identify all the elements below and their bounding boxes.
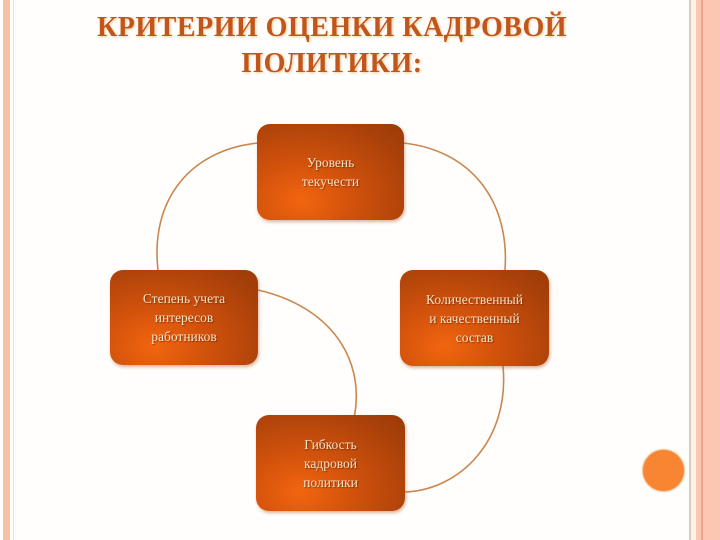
slide-title: КРИТЕРИИ ОЦЕНКИ КАДРОВОЙ ПОЛИТИКИ:: [0, 10, 664, 82]
arc-top-left: [156, 142, 259, 271]
node-line: текучести: [301, 174, 360, 189]
right-border-cream: [691, 0, 696, 540]
arc-top-right: [402, 142, 507, 271]
left-border-line: [13, 0, 14, 540]
node-line: кадровой: [304, 455, 357, 471]
node-staff-composition: Количественный и качественный состав: [400, 270, 549, 366]
node-line: Степень учета: [142, 291, 226, 306]
title-line-2: ПОЛИТИКИ:: [241, 48, 423, 79]
node-employee-interests: Степень учета интересов работников: [110, 270, 258, 365]
left-border-stripe: [3, 0, 10, 540]
node-line: интересов: [154, 310, 214, 325]
right-border-stripe: [696, 0, 720, 540]
node-line: и качественный: [429, 310, 520, 326]
node-line: Гибкость: [304, 436, 357, 452]
arc-right-bottom: [404, 365, 505, 493]
node-line: политики: [303, 474, 358, 490]
node-line: состав: [455, 329, 494, 345]
right-border-line: [689, 0, 691, 540]
node-line: Уровень: [306, 155, 355, 170]
node-turnover-level: Уровень текучести: [257, 124, 404, 220]
right-border-dark-line: [701, 0, 703, 540]
title-line-1: КРИТЕРИИ ОЦЕНКИ КАДРОВОЙ: [96, 12, 568, 43]
accent-dot-icon: [643, 450, 684, 491]
node-line: работников: [151, 329, 217, 344]
node-line: Количественный: [426, 291, 523, 307]
node-policy-flexibility: Гибкость кадровой политики: [256, 415, 405, 511]
